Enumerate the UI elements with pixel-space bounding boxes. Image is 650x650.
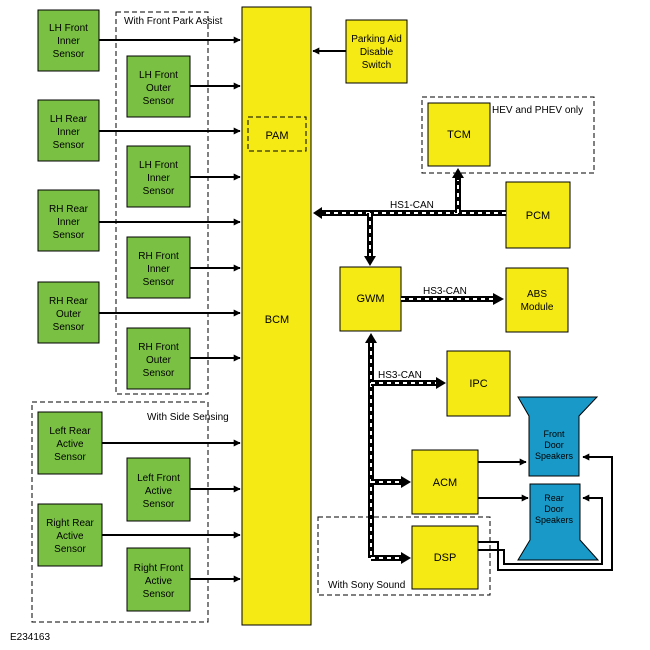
ipc-module: IPC: [446, 350, 511, 417]
tcm-module: TCM: [427, 102, 491, 167]
group-hev-phev-box: [421, 96, 595, 174]
acm-module: ACM: [411, 449, 479, 515]
group-sony-sound-label: With Sony Sound: [328, 580, 405, 591]
hs3-can-abs-bus: [401, 293, 504, 305]
bcm-label: BCM: [265, 314, 289, 326]
group-hev-phev-label: HEV and PHEV only: [492, 105, 583, 116]
group-side-sensing-box: [31, 401, 209, 623]
dsp-module: DSP: [411, 525, 479, 590]
svg-text:GWM: GWM: [356, 293, 384, 305]
hs3-can-ipc-bus: [365, 333, 446, 564]
group-front-park-assist-box: [115, 11, 209, 395]
svg-text:ACM: ACM: [433, 477, 457, 489]
pcm-module: PCM: [505, 181, 571, 249]
bcm-module: [241, 6, 312, 626]
svg-text:IPC: IPC: [469, 378, 487, 390]
audio-connections: [478, 453, 613, 571]
pam-label: PAM: [265, 130, 288, 142]
gwm-module: GWM: [339, 266, 402, 332]
svg-text:TCM: TCM: [447, 129, 471, 141]
hs1-can-bus: [313, 168, 506, 266]
group-side-sensing-label: With Side Sensing: [147, 412, 229, 423]
hs1-can-label: HS1-CAN: [390, 200, 434, 211]
sensor-arrows: [99, 36, 241, 583]
hs3-can-abs-label: HS3-CAN: [423, 286, 467, 297]
pam-box: [247, 116, 307, 152]
group-sony-sound-box: [317, 516, 491, 596]
group-front-park-assist-label: With Front Park Assist: [124, 16, 223, 27]
hs3-can-ipc-label: HS3-CAN: [378, 370, 422, 381]
svg-text:PCM: PCM: [526, 210, 550, 222]
svg-text:DSP: DSP: [434, 552, 457, 564]
figure-id: E234163: [10, 632, 50, 643]
